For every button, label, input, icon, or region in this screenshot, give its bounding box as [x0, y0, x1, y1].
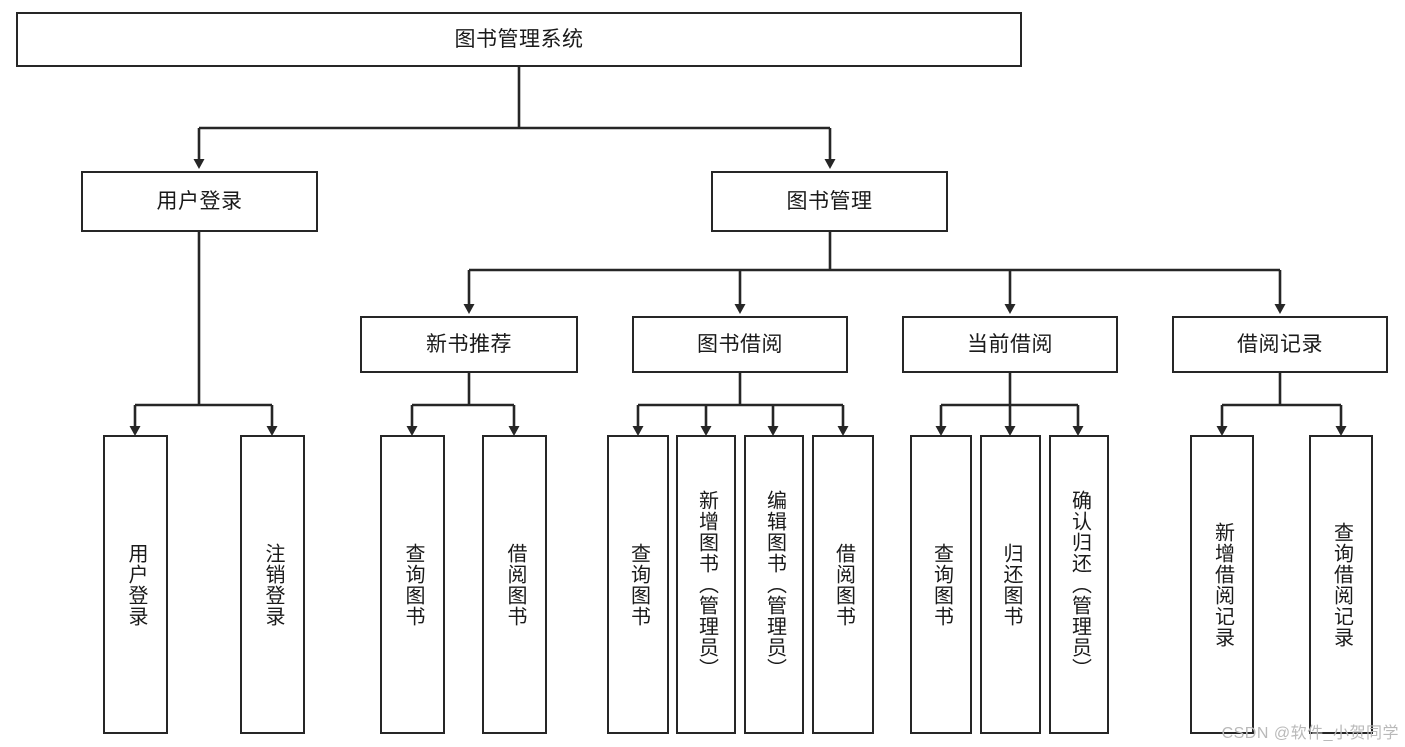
node-leaf-query-book-current[interactable]: 查询图书 [910, 435, 972, 734]
node-leaf-query-book-borrow[interactable]: 查询图书 [607, 435, 669, 734]
node-label: 当前借阅 [967, 332, 1053, 356]
node-label: 查询图书 [627, 542, 650, 627]
node-leaf-add-borrow-record[interactable]: 新增借阅记录 [1190, 435, 1254, 734]
node-label: 图书借阅 [697, 332, 783, 356]
node-label: 新书推荐 [426, 332, 512, 356]
node-leaf-user-login[interactable]: 用户登录 [103, 435, 168, 734]
node-leaf-add-book-admin[interactable]: 新增图书（管理员） [676, 435, 736, 734]
node-label: 用户登录 [125, 542, 147, 627]
csdn-watermark: CSDN @软件_小贺同学 [1221, 725, 1399, 742]
node-label: 查询图书 [930, 542, 953, 627]
node-label: 借阅图书 [504, 542, 526, 627]
node-leaf-confirm-return-admin[interactable]: 确认归还（管理员） [1049, 435, 1109, 734]
node-leaf-return-book[interactable]: 归还图书 [980, 435, 1041, 734]
node-label: 新增借阅记录 [1211, 521, 1234, 648]
node-label: 查询图书 [402, 542, 424, 627]
node-label: 图书管理系统 [454, 27, 584, 51]
node-label: 归还图书 [1000, 542, 1022, 627]
node-leaf-query-book-recommend[interactable]: 查询图书 [380, 435, 445, 734]
node-leaf-logout[interactable]: 注销登录 [240, 435, 305, 734]
node-label: 用户登录 [156, 189, 243, 213]
node-leaf-borrow-book[interactable]: 借阅图书 [812, 435, 874, 734]
node-label: 查询借阅记录 [1330, 521, 1353, 648]
node-borrow-record[interactable]: 借阅记录 [1172, 316, 1388, 373]
node-label: 确认归还（管理员） [1068, 490, 1091, 679]
node-book-management[interactable]: 图书管理 [711, 171, 948, 232]
node-new-book-recommend[interactable]: 新书推荐 [360, 316, 578, 373]
node-label: 图书管理 [786, 189, 873, 213]
node-book-borrow[interactable]: 图书借阅 [632, 316, 848, 373]
node-root-book-management-system[interactable]: 图书管理系统 [16, 12, 1022, 67]
node-leaf-query-borrow-record[interactable]: 查询借阅记录 [1309, 435, 1373, 734]
node-label: 借阅图书 [832, 542, 855, 627]
node-label: 新增图书（管理员） [695, 490, 718, 679]
node-label: 注销登录 [262, 542, 284, 627]
node-label: 编辑图书（管理员） [763, 490, 786, 679]
node-leaf-edit-book-admin[interactable]: 编辑图书（管理员） [744, 435, 804, 734]
node-label: 借阅记录 [1237, 332, 1323, 356]
node-user-login[interactable]: 用户登录 [81, 171, 318, 232]
node-leaf-borrow-book-recommend[interactable]: 借阅图书 [482, 435, 547, 734]
node-current-borrow[interactable]: 当前借阅 [902, 316, 1118, 373]
